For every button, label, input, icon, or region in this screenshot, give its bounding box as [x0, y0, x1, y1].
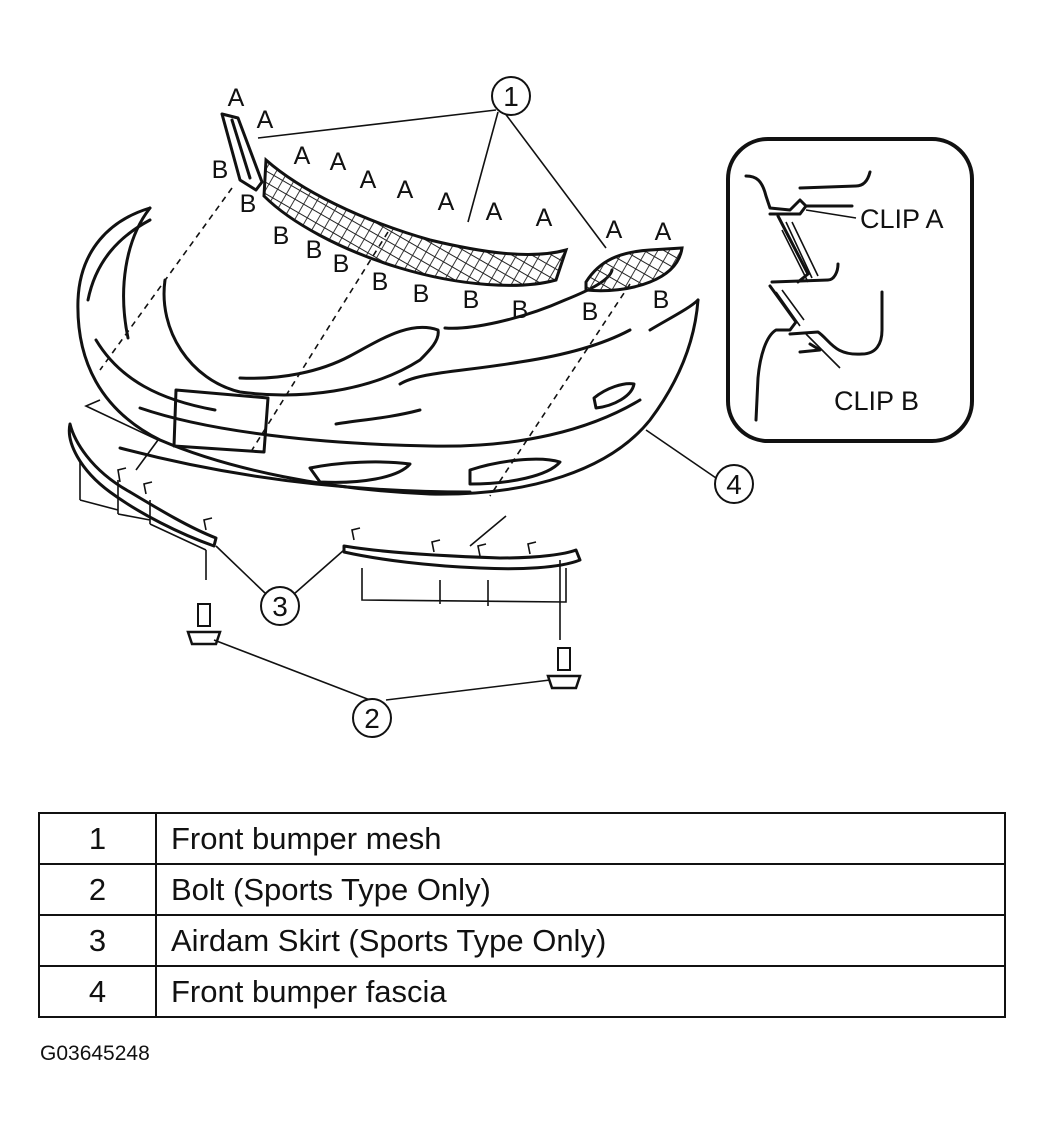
left-bolt	[186, 603, 222, 646]
svg-text:A: A	[228, 84, 245, 112]
legend-description: Front bumper fascia	[155, 965, 1006, 1018]
svg-text:3: 3	[272, 591, 288, 622]
right-side-mesh	[584, 246, 684, 293]
svg-text:4: 4	[726, 469, 742, 500]
alignment-lines	[84, 187, 631, 547]
svg-text:B: B	[653, 286, 670, 314]
front-bumper-fascia	[76, 206, 700, 496]
svg-text:B: B	[273, 222, 290, 250]
parts-legend-table: 1 Front bumper mesh 2 Bolt (Sports Type …	[38, 812, 1006, 1018]
legend-description: Airdam Skirt (Sports Type Only)	[155, 914, 1006, 967]
svg-text:A: A	[360, 166, 377, 194]
svg-text:B: B	[512, 296, 529, 324]
svg-text:CLIP B: CLIP B	[834, 386, 919, 416]
svg-text:B: B	[463, 286, 480, 314]
clip-b-markers: B B B B B B B B B B B	[212, 156, 670, 326]
table-row: 3 Airdam Skirt (Sports Type Only)	[38, 914, 1006, 967]
center-bumper-mesh	[262, 156, 569, 287]
svg-text:A: A	[397, 176, 414, 204]
svg-text:A: A	[330, 148, 347, 176]
clip-detail-inset: CLIP A CLIP B	[726, 137, 974, 443]
table-row: 2 Bolt (Sports Type Only)	[38, 863, 1006, 916]
svg-text:A: A	[655, 218, 672, 246]
right-airdam-skirt	[342, 527, 582, 640]
svg-text:CLIP A: CLIP A	[860, 204, 944, 234]
svg-text:B: B	[413, 280, 430, 308]
callout-3: 3	[260, 586, 300, 626]
table-row: 1 Front bumper mesh	[38, 812, 1006, 865]
svg-text:A: A	[438, 188, 455, 216]
left-side-bracket	[220, 112, 264, 192]
svg-text:A: A	[257, 106, 274, 134]
svg-text:A: A	[536, 204, 553, 232]
svg-text:A: A	[486, 198, 503, 226]
svg-text:A: A	[606, 216, 623, 244]
legend-number: 2	[38, 863, 157, 916]
callout-2: 2	[352, 698, 392, 738]
svg-text:B: B	[333, 250, 350, 278]
svg-text:2: 2	[364, 703, 380, 734]
svg-text:B: B	[240, 190, 257, 218]
legend-number: 4	[38, 965, 157, 1018]
clip-a-markers: A A A A A A A A A A A	[228, 84, 672, 246]
svg-text:B: B	[306, 236, 323, 264]
legend-description: Front bumper mesh	[155, 812, 1006, 865]
left-airdam-skirt	[67, 422, 218, 580]
callout-1: 1	[491, 76, 531, 116]
right-bolt	[546, 647, 582, 690]
svg-text:B: B	[212, 156, 229, 184]
table-row: 4 Front bumper fascia	[38, 965, 1006, 1018]
legend-number: 3	[38, 914, 157, 967]
legend-number: 1	[38, 812, 157, 865]
svg-text:A: A	[294, 142, 311, 170]
svg-text:1: 1	[503, 81, 519, 112]
callout-4: 4	[714, 464, 754, 504]
bumper-exploded-diagram: 1 2 3 4 A A A A A A A A A A A B B B B B …	[67, 76, 974, 738]
svg-text:B: B	[372, 268, 389, 296]
leader-lines	[213, 109, 717, 701]
legend-description: Bolt (Sports Type Only)	[155, 863, 1006, 916]
svg-text:B: B	[582, 298, 599, 326]
figure-code: G03645248	[40, 1042, 150, 1065]
